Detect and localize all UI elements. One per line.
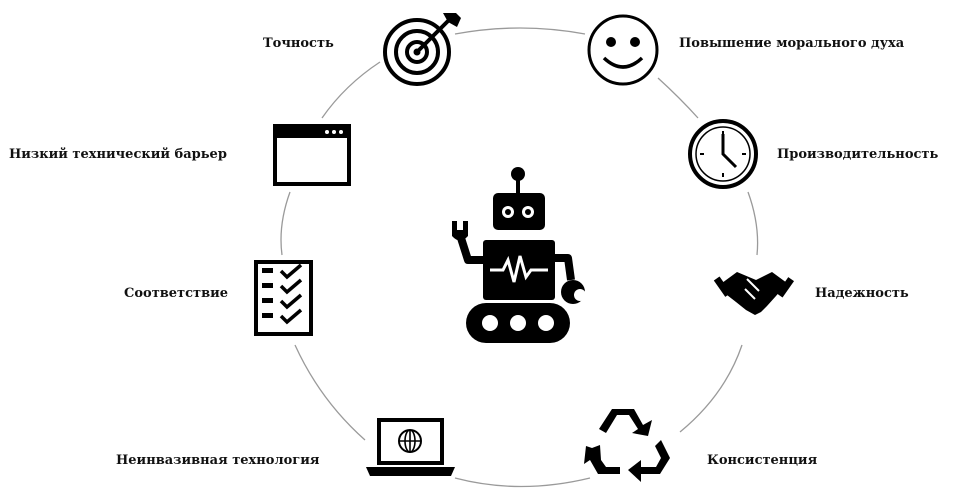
robot-icon	[452, 167, 586, 343]
smiley-icon	[587, 14, 659, 86]
recycle-icon	[584, 409, 670, 482]
label-low-tech-barrier: Низкий технический барьер	[9, 147, 227, 162]
label-productivity: Производительность	[777, 147, 939, 162]
checklist-icon	[254, 260, 313, 336]
label-noninvasive-technology: Неинвазивная технология	[116, 453, 320, 468]
label-accuracy: Точность	[263, 36, 334, 51]
target-icon	[383, 13, 461, 86]
label-compliance: Соответствие	[124, 286, 229, 301]
label-reliability: Надежность	[815, 286, 909, 301]
handshake-icon	[713, 272, 795, 315]
browser-window-icon	[273, 124, 351, 186]
label-morale: Повышение морального духа	[679, 36, 905, 51]
clock-icon	[688, 119, 758, 189]
laptop-globe-icon	[366, 418, 455, 476]
label-consistency: Консистенция	[707, 453, 818, 468]
ring	[280, 27, 759, 488]
